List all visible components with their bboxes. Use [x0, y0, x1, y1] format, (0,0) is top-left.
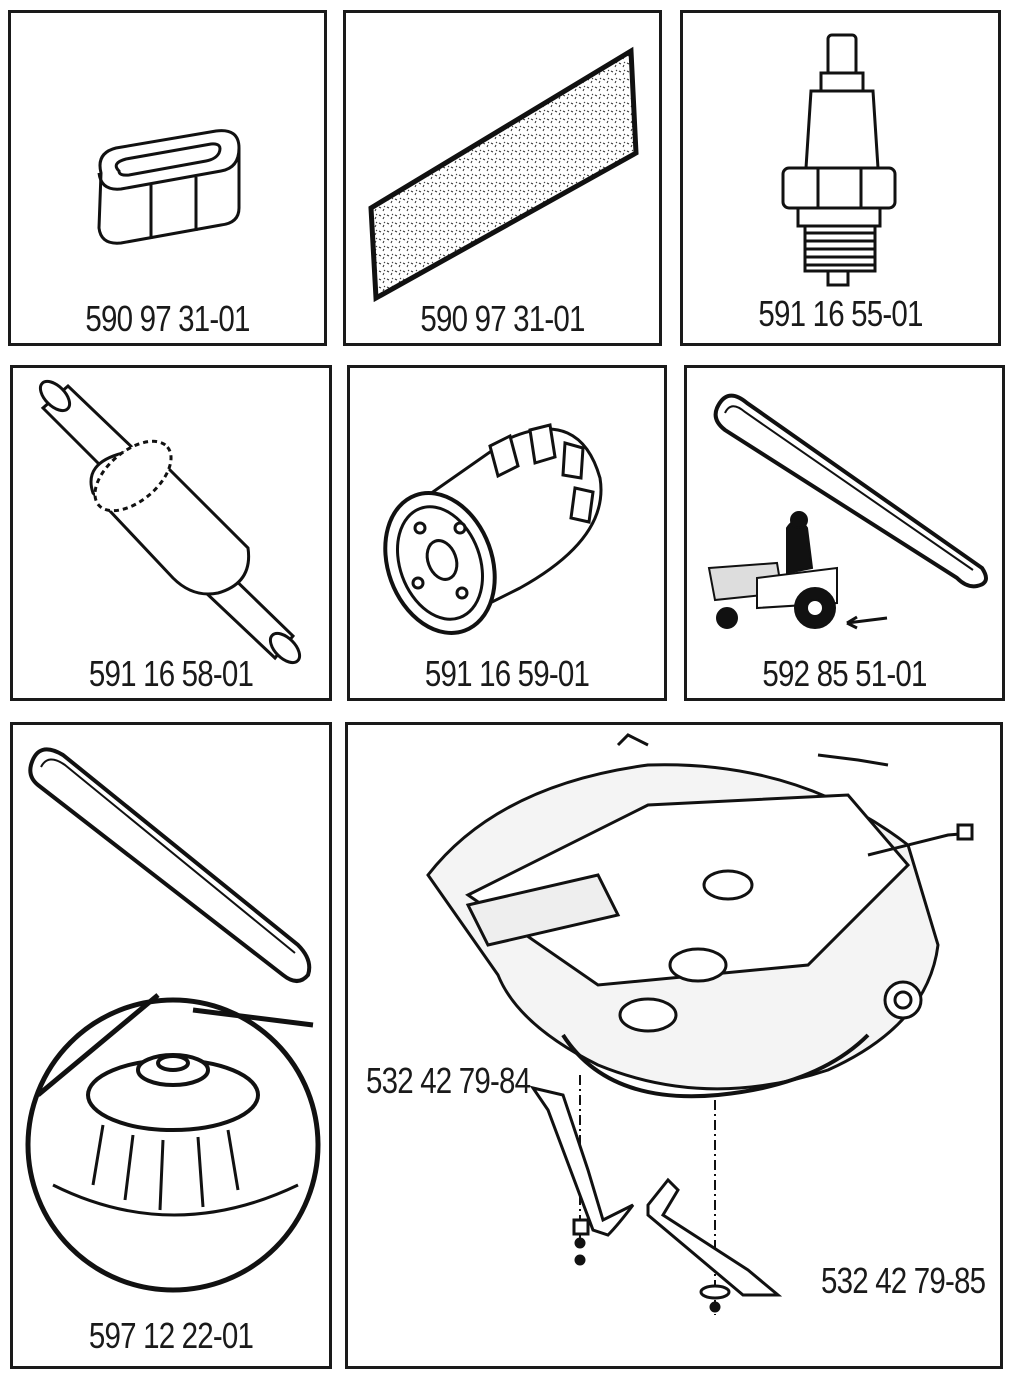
blade-left-part-number: 532 42 79-84: [366, 1060, 531, 1101]
belt-and-pulley-illustration: [13, 725, 335, 1372]
part-number: 591 16 58-01: [88, 653, 254, 694]
spark-plug-illustration: [683, 13, 1004, 349]
part-pre-filter: 590 97 31-01: [343, 10, 662, 346]
part-mower-deck-blades: 532 42 79-84 532 42 79-85: [345, 722, 1003, 1369]
part-fuel-filter: 591 16 58-01: [10, 365, 332, 701]
part-number: 590 97 31-01: [420, 298, 585, 339]
drive-belt-illustration: [687, 368, 1008, 704]
part-number: 590 97 31-01: [85, 298, 250, 339]
part-number: 591 16 59-01: [424, 653, 590, 694]
part-oil-filter: 591 16 59-01: [347, 365, 667, 701]
air-filter-illustration: [11, 13, 330, 349]
part-deck-belt-and-pulley: 597 12 22-01: [10, 722, 332, 1369]
oil-filter-illustration: [350, 368, 670, 704]
blade-left-icon: [533, 1088, 633, 1264]
part-number: 591 16 55-01: [758, 293, 923, 334]
mower-deck-illustration: [348, 725, 1006, 1372]
fuel-filter-illustration: [13, 368, 335, 704]
tractor-icon: [709, 512, 887, 628]
part-drive-belt: 592 85 51-01: [684, 365, 1005, 701]
blade-right-part-number: 532 42 79-85: [821, 1260, 986, 1301]
part-air-filter: 590 97 31-01: [8, 10, 327, 346]
part-number: 597 12 22-01: [88, 1315, 254, 1356]
part-number: 592 85 51-01: [762, 653, 927, 694]
blade-right-icon: [648, 1180, 778, 1311]
part-spark-plug: 591 16 55-01: [680, 10, 1001, 346]
pre-filter-illustration: [346, 13, 665, 349]
